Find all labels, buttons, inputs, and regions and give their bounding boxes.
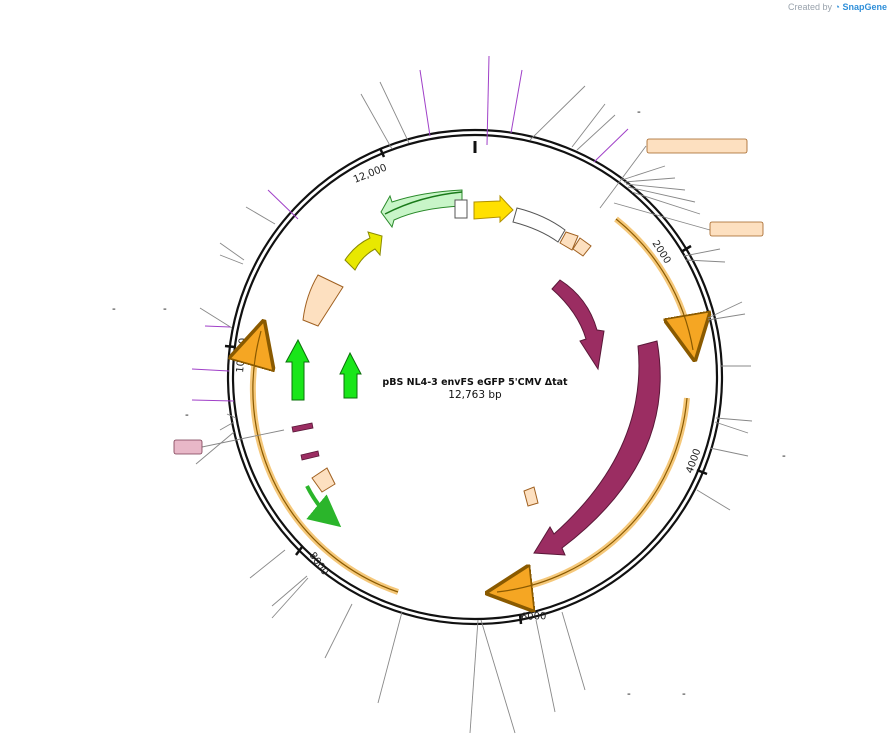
f1-ori-arrow	[473, 194, 514, 224]
orange-arc-lower-left	[253, 331, 399, 595]
green-arc-lower	[305, 485, 342, 528]
egfp-inner-arrow	[339, 351, 362, 399]
cmv-enhancer-box	[512, 207, 566, 243]
rre-box	[311, 467, 336, 493]
credit: Created by ◔ SnapGene	[788, 2, 887, 12]
ampr-arrow	[380, 189, 463, 229]
plasmid-name: pBS NL4-3 envFS eGFP 5'CMV Δtat	[382, 377, 568, 388]
credit-prefix: Created by	[787, 2, 833, 12]
hiv-psi-label-box	[709, 221, 764, 237]
tick-label-10000: 10,000	[235, 337, 249, 373]
credit-brand: SnapGene	[842, 2, 887, 12]
hiv-gag-arrow	[551, 279, 605, 371]
green-arc-top	[384, 191, 463, 215]
enzyme-dash-5: -	[185, 409, 189, 421]
ampr-promoter-box	[454, 199, 468, 219]
ltr3-box	[302, 274, 344, 327]
gp41-peptide-mark	[291, 422, 314, 433]
enzyme-dash-7: -	[163, 303, 167, 315]
cppt-box	[523, 486, 539, 507]
egfp-outer-arrow	[285, 338, 310, 401]
hiv-pol-arrow	[533, 340, 661, 556]
cmv-promoter-box	[559, 231, 579, 251]
ltr5-label-box	[646, 138, 748, 154]
gp41-mark-2	[300, 450, 320, 461]
enzyme-dash-4: -	[682, 688, 686, 700]
plasmid-length: 12,763 bp	[448, 389, 502, 401]
snapgene-logo-icon: ◔	[834, 2, 840, 12]
enzyme-dash-2: -	[782, 450, 786, 462]
outer-feature-arcs	[253, 216, 693, 595]
feature-box-lines	[201, 145, 711, 448]
ltr-arc-right	[614, 216, 693, 350]
enzyme-dash-6: -	[112, 303, 116, 315]
cmv-promoter-box-2	[572, 237, 592, 257]
backbone-outer	[226, 128, 724, 626]
ori-arrow	[344, 231, 383, 271]
enzyme-dash-3: -	[627, 688, 631, 700]
backbone-inner	[231, 133, 719, 621]
leader-lines	[195, 81, 753, 734]
primer-lines	[191, 55, 629, 402]
nes-label-box	[173, 439, 203, 455]
tick-label-6000: 6000	[521, 611, 547, 623]
enzyme-dash-1: -	[637, 106, 641, 118]
